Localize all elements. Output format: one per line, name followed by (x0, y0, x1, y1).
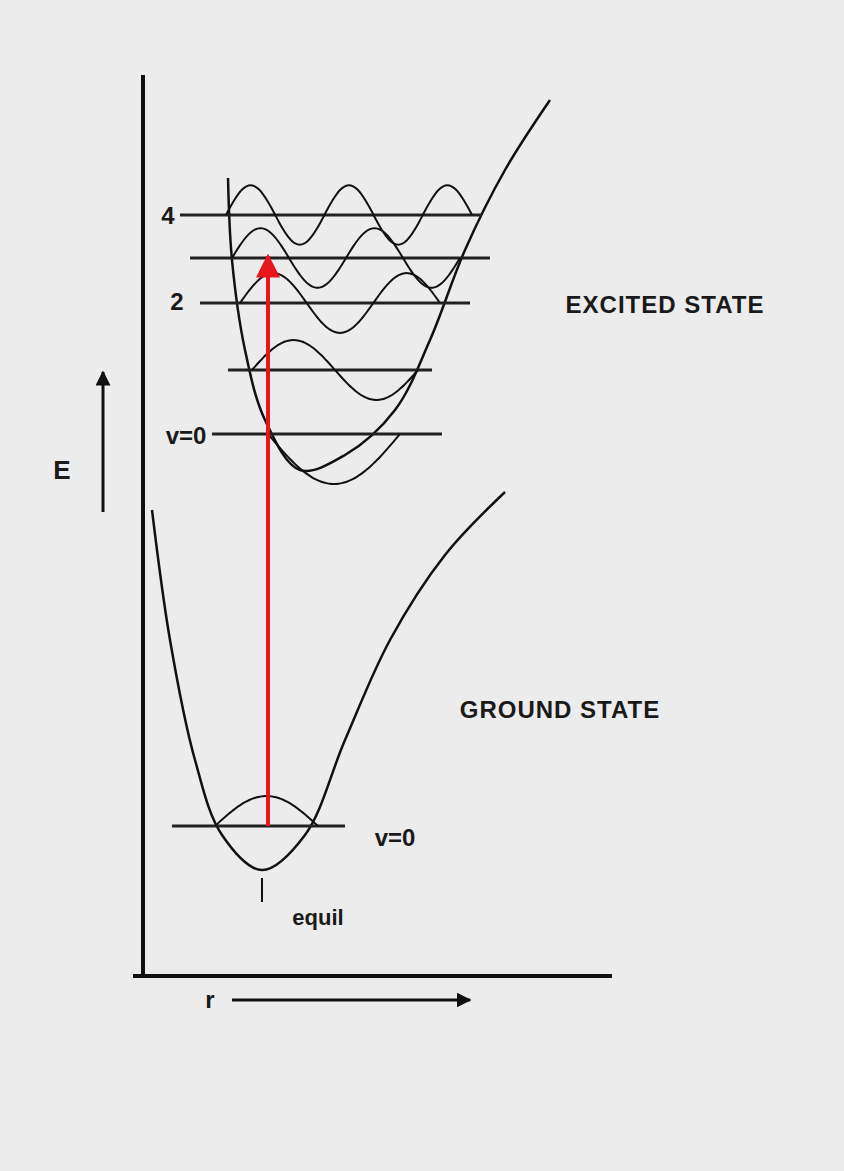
vibrational-level (228, 369, 432, 372)
vibrational-level (180, 214, 482, 217)
vibrational-level (190, 257, 490, 260)
axis-label: v=0 (163, 423, 210, 449)
excited-potential (228, 100, 550, 471)
wavefunction (252, 340, 418, 400)
state-label: EXCITED STATE (563, 292, 768, 318)
y-axis (141, 75, 145, 978)
x-axis (133, 974, 612, 978)
transition-arrow (266, 256, 270, 826)
axis-label: v=0 (372, 825, 419, 851)
ground-potential (152, 492, 505, 870)
state-label: GROUND STATE (457, 697, 663, 723)
vibrational-level (172, 825, 345, 828)
axis-label: 2 (167, 289, 186, 315)
distance-arrow (232, 999, 470, 1002)
wavefunction (226, 185, 472, 244)
wavefunction (268, 434, 400, 484)
axis-label: 4 (158, 203, 177, 229)
energy-arrow (102, 372, 105, 512)
axis-label: equil (289, 906, 346, 930)
axis-label: r (202, 987, 217, 1013)
axis-label: E (50, 456, 73, 484)
equilibrium-tick (261, 878, 263, 902)
vibrational-level (212, 433, 442, 436)
